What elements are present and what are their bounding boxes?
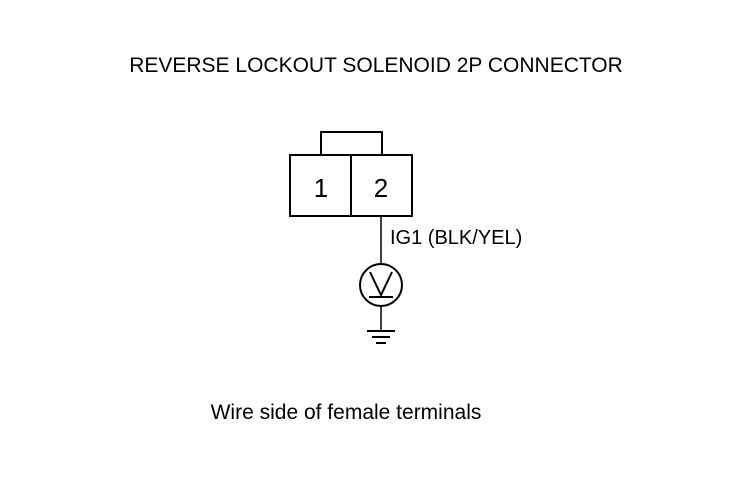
wire-label: IG1 (BLK/YEL): [390, 227, 522, 249]
voltmeter-icon: [359, 263, 403, 307]
diagram-caption: Wire side of female terminals: [211, 401, 482, 424]
terminal-2-label: 2: [374, 173, 388, 203]
diagram-title: REVERSE LOCKOUT SOLENOID 2P CONNECTOR: [129, 54, 623, 77]
connector-housing: [289, 131, 413, 217]
terminal-1-label: 1: [314, 173, 328, 203]
ground-icon: [367, 330, 395, 344]
connector-lock-tab: [320, 131, 383, 155]
